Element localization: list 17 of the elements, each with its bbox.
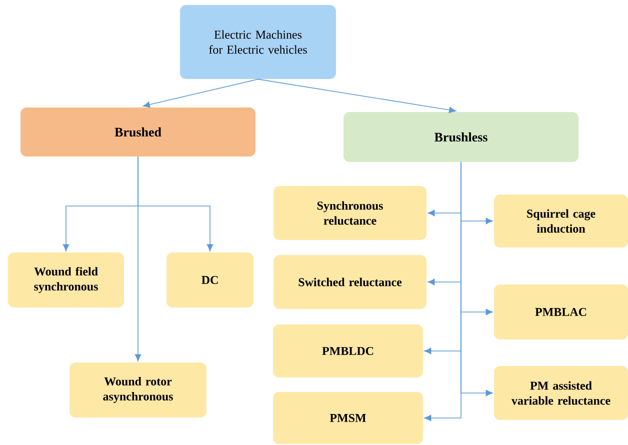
- arrow: [134, 156, 142, 362]
- process-box: PMBLDC: [273, 324, 423, 378]
- process-box: Switched reluctance: [274, 255, 426, 309]
- arrow: [424, 162, 462, 422]
- process-box: Brushless: [344, 112, 578, 162]
- process-box: PMBLAC: [494, 284, 628, 340]
- arrow: [258, 78, 456, 114]
- process-box: Wound rotor asynchronous: [70, 362, 206, 418]
- process-box: PM assisted variable reluctance: [494, 366, 628, 420]
- process-box: DC: [166, 252, 254, 308]
- process-box: Electric Machines for Electric vehicles: [180, 5, 336, 79]
- process-box: Brushed: [20, 108, 256, 156]
- process-box: PMSM: [273, 392, 423, 444]
- process-box: Squirrel cage induction: [494, 194, 628, 248]
- process-box: Synchronous reluctance: [274, 186, 426, 240]
- arrow: [142, 78, 258, 108]
- process-box: Wound field synchronous: [8, 252, 124, 308]
